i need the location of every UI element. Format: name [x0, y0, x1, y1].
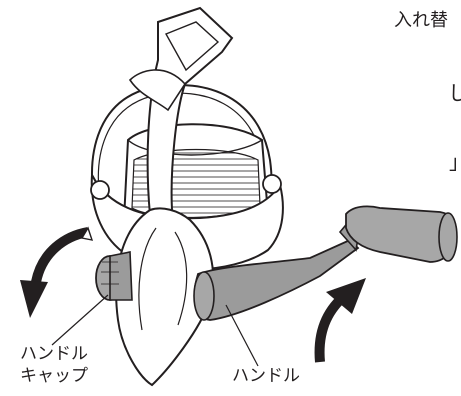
partial-heading-text: 入れ替 [394, 10, 448, 31]
label-handle-cap-line1: ハンドル [20, 344, 88, 364]
handle-cap [95, 251, 133, 301]
handle-arm [193, 205, 458, 321]
curved-arrow-down-icon [20, 226, 94, 318]
partial-text-middle: し [448, 81, 461, 105]
label-handle-cap-line2: キャップ [20, 366, 88, 386]
leader-handle [225, 304, 259, 367]
leader-handle-cap [51, 294, 109, 346]
bail-wire [91, 84, 273, 206]
label-handle: ハンドル [232, 366, 300, 386]
partial-text-lower: 」 [449, 152, 461, 172]
curved-arrow-up-icon [314, 278, 366, 363]
